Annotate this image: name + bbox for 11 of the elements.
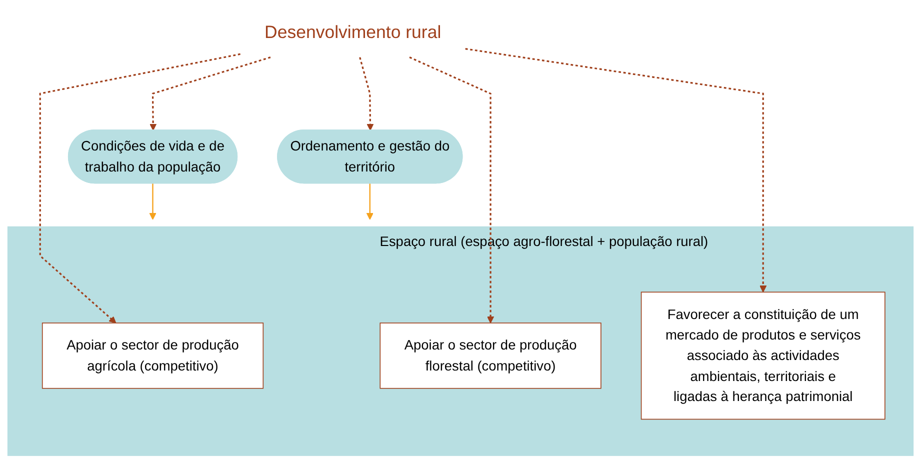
node-box: Apoiar o sector de produção agrícola (competitivo) bbox=[42, 322, 264, 389]
node-box: Favorecer a constituição de um mercado de produtos e serviços associado às actividades ambientais, territoriais e ligadas à herança patrimonial bbox=[640, 292, 886, 420]
arrow bbox=[149, 183, 156, 220]
arrow bbox=[409, 56, 494, 324]
arrow bbox=[150, 56, 271, 131]
arrow bbox=[366, 183, 374, 220]
arrow bbox=[359, 57, 374, 131]
node-box: Apoiar o sector de produção florestal (competitivo) bbox=[380, 322, 602, 389]
arrow bbox=[39, 53, 240, 324]
node-text: Desenvolvimento rural bbox=[264, 22, 442, 42]
arrow bbox=[465, 48, 767, 292]
